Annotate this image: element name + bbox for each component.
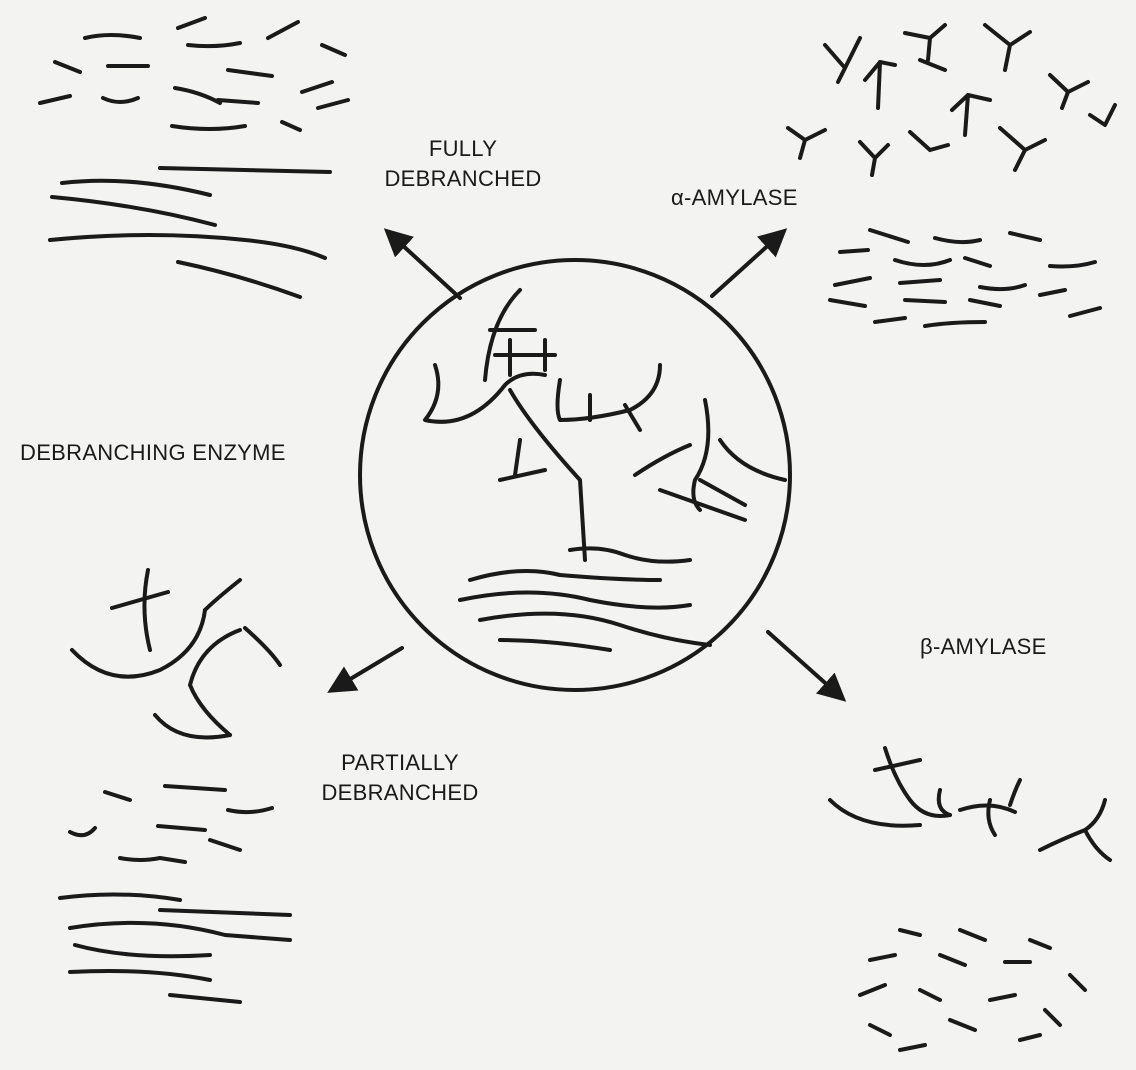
fully-debranched-short-chains — [40, 18, 348, 130]
beta-amylase-label: β-AMYLASE — [920, 632, 1047, 662]
alpha-amylase-label: α-AMYLASE — [671, 183, 798, 213]
partially-debranched-branched — [72, 570, 280, 738]
beta-amylase-branched — [830, 748, 1110, 860]
fully-debranched-label-line1: FULLY — [378, 134, 548, 164]
fully-debranched-label-line2: DEBRANCHED — [378, 164, 548, 194]
arrow-alpha-amylase — [712, 232, 783, 296]
arrow-beta-amylase — [768, 632, 842, 698]
partially-debranched-label: PARTIALLY DEBRANCHED — [310, 748, 490, 808]
arrow-fully-debranched — [388, 232, 460, 298]
amylopectin-branches-inside — [425, 290, 785, 650]
debranching-enzyme-label: DEBRANCHING ENZYME — [20, 438, 286, 468]
partially-debranched-label-line1: PARTIALLY — [310, 748, 490, 778]
alpha-amylase-short-chains — [830, 230, 1100, 326]
fully-debranched-long-chains — [50, 168, 330, 297]
partially-debranched-label-line2: DEBRANCHED — [310, 778, 490, 808]
partially-debranched-chains — [60, 786, 290, 1002]
arrows — [332, 232, 842, 698]
fully-debranched-label: FULLY DEBRANCHED — [378, 134, 548, 194]
beta-amylase-maltose-units — [860, 930, 1085, 1050]
alpha-amylase-branched-fragments — [788, 25, 1115, 175]
arrow-partially-debranched — [332, 648, 402, 690]
